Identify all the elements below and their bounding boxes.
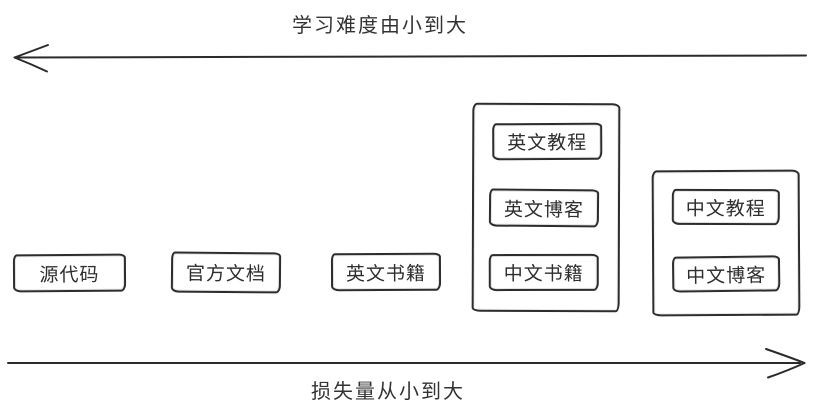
box-chinese-blogs: 中文博客 [671, 255, 781, 293]
top-axis-label: 学习难度由小到大 [292, 15, 468, 37]
bottom-axis-label: 损失量从小到大 [311, 381, 465, 403]
box-chinese-books: 中文书籍 [488, 253, 599, 292]
box-english-books: 英文书籍 [330, 252, 442, 292]
left-arrow-icon [13, 44, 807, 73]
group-box-chinese-resources: 中文教程 中文博客 [651, 169, 801, 317]
box-official-docs: 官方文档 [170, 251, 282, 294]
box-source-code: 源代码 [12, 253, 127, 293]
group-box-english-resources: 英文教程 英文博客 中文书籍 [471, 102, 621, 313]
box-english-tutorials: 英文教程 [492, 122, 603, 161]
box-chinese-tutorials: 中文教程 [671, 188, 780, 226]
box-english-blogs: 英文博客 [488, 188, 600, 228]
right-arrow-icon [7, 348, 806, 379]
